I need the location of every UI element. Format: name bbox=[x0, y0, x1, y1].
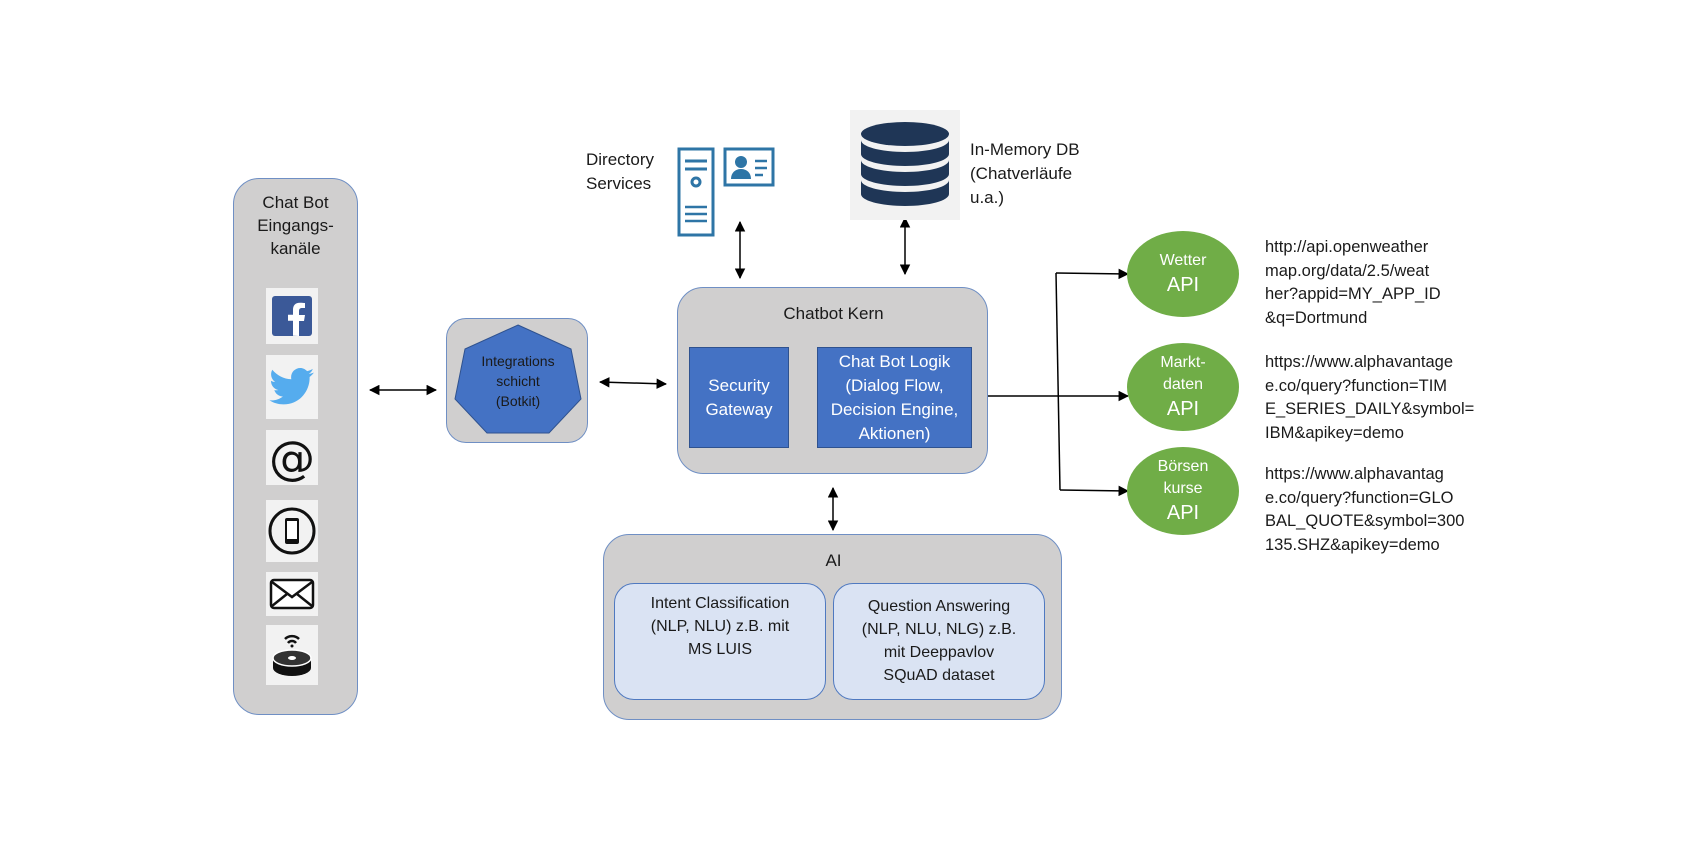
logic-line: (Dialog Flow, bbox=[845, 375, 944, 395]
heptagon-shape bbox=[454, 324, 582, 434]
directory-line: Services bbox=[586, 174, 652, 193]
api-label: API bbox=[1166, 502, 1200, 524]
directory-label: Directory Services bbox=[586, 148, 654, 196]
api-name-line: kurse bbox=[1163, 480, 1203, 497]
logic-line: Aktionen) bbox=[858, 423, 931, 443]
twitter-icon bbox=[266, 355, 318, 419]
channels-title-line: Chat Bot bbox=[262, 193, 329, 212]
url-line: BAL_QUOTE&symbol=300 bbox=[1265, 512, 1465, 530]
marktdaten-api-url: https://www.alphavantage e.co/query?func… bbox=[1265, 351, 1490, 445]
arrow-integration-core bbox=[598, 377, 668, 389]
core-title: Chatbot Kern bbox=[783, 304, 884, 323]
smart-speaker-icon bbox=[266, 625, 318, 685]
ai-title: AI bbox=[825, 551, 842, 570]
channels-title-line: kanäle bbox=[270, 239, 321, 258]
intent-line: MS LUIS bbox=[687, 641, 752, 658]
question-answering-box: Question Answering (NLP, NLU, NLG) z.B. … bbox=[833, 583, 1045, 700]
security-line: Security bbox=[708, 375, 770, 395]
logic-line: Decision Engine, bbox=[830, 399, 959, 419]
database-line: u.a.) bbox=[970, 188, 1005, 207]
api-name-line: Markt- bbox=[1160, 354, 1206, 371]
logic-line: Chat Bot Logik bbox=[838, 351, 951, 371]
api-label: API bbox=[1166, 398, 1200, 420]
integration-line: (Botkit) bbox=[495, 393, 541, 409]
wetter-api-url: http://api.openweather map.org/data/2.5/… bbox=[1265, 236, 1490, 330]
envelope-icon bbox=[266, 572, 318, 616]
line-branch-vertical bbox=[1055, 272, 1061, 491]
marktdaten-api-node: Markt- daten API bbox=[1127, 343, 1239, 431]
url-line: 135.SHZ&apikey=demo bbox=[1265, 535, 1440, 554]
database-icon bbox=[850, 110, 960, 220]
wetter-api-node: Wetter API bbox=[1127, 231, 1239, 317]
boersenkurse-api-url: https://www.alphavantag e.co/query?funct… bbox=[1265, 463, 1490, 557]
url-line: e.co/query?function=GLO bbox=[1265, 488, 1454, 507]
integration-panel: Integrations schicht (Botkit) bbox=[446, 318, 588, 443]
smartphone-icon bbox=[266, 500, 318, 562]
facebook-icon bbox=[266, 288, 318, 344]
arrow-to-boersen bbox=[1059, 485, 1130, 497]
intent-line: Intent Classification bbox=[650, 595, 790, 612]
server-icon bbox=[677, 147, 715, 242]
database-line: (Chatverläufe bbox=[970, 164, 1073, 183]
database-line: In-Memory DB bbox=[970, 140, 1080, 159]
url-line: &q=Dortmund bbox=[1265, 308, 1368, 327]
url-line: her?appid=MY_APP_ID bbox=[1265, 285, 1441, 303]
url-line: e.co/query?function=TIM bbox=[1265, 376, 1448, 395]
intent-line: (NLP, NLU) z.B. mit bbox=[650, 618, 790, 635]
qa-line: (NLP, NLU, NLG) z.B. bbox=[861, 621, 1017, 638]
api-label: API bbox=[1166, 274, 1200, 296]
qa-line: SQuAD dataset bbox=[883, 667, 995, 684]
url-line: map.org/data/2.5/weat bbox=[1265, 261, 1430, 280]
url-line: http://api.openweather bbox=[1265, 238, 1429, 256]
channels-title-line: Eingangs- bbox=[257, 216, 334, 235]
contact-card-icon bbox=[723, 147, 775, 192]
api-name-line: Börsen bbox=[1157, 458, 1209, 475]
at-sign-icon: @ bbox=[266, 430, 318, 485]
security-gateway-box: Security Gateway bbox=[689, 347, 789, 448]
api-name-line: Wetter bbox=[1159, 252, 1207, 269]
api-name-line: daten bbox=[1162, 376, 1204, 393]
directory-line: Directory bbox=[586, 150, 655, 169]
boersenkurse-api-node: Börsen kurse API bbox=[1127, 447, 1239, 535]
intent-classification-box: Intent Classification (NLP, NLU) z.B. mi… bbox=[614, 583, 826, 700]
url-line: https://www.alphavantag bbox=[1265, 465, 1444, 483]
channels-title: Chat Bot Eingangs- kanäle bbox=[234, 191, 357, 260]
qa-line: Question Answering bbox=[867, 598, 1011, 615]
chatbot-logic-box: Chat Bot Logik (Dialog Flow, Decision En… bbox=[817, 347, 972, 448]
integration-label: Integrations schicht (Botkit) bbox=[447, 351, 589, 411]
qa-line: mit Deeppavlov bbox=[883, 644, 995, 661]
database-label: In-Memory DB (Chatverläufe u.a.) bbox=[970, 138, 1080, 210]
integration-line: schicht bbox=[496, 373, 540, 389]
url-line: https://www.alphavantage bbox=[1265, 353, 1454, 371]
security-line: Gateway bbox=[705, 399, 773, 419]
integration-line: Integrations bbox=[481, 353, 555, 369]
ai-panel: AI Intent Classification (NLP, NLU) z.B.… bbox=[603, 534, 1062, 720]
url-line: IBM&apikey=demo bbox=[1265, 423, 1404, 442]
arrow-to-wetter bbox=[1055, 268, 1130, 280]
chatbot-core-panel: Chatbot Kern Security Gateway Chat Bot L… bbox=[677, 287, 988, 474]
url-line: E_SERIES_DAILY&symbol= bbox=[1265, 400, 1475, 418]
